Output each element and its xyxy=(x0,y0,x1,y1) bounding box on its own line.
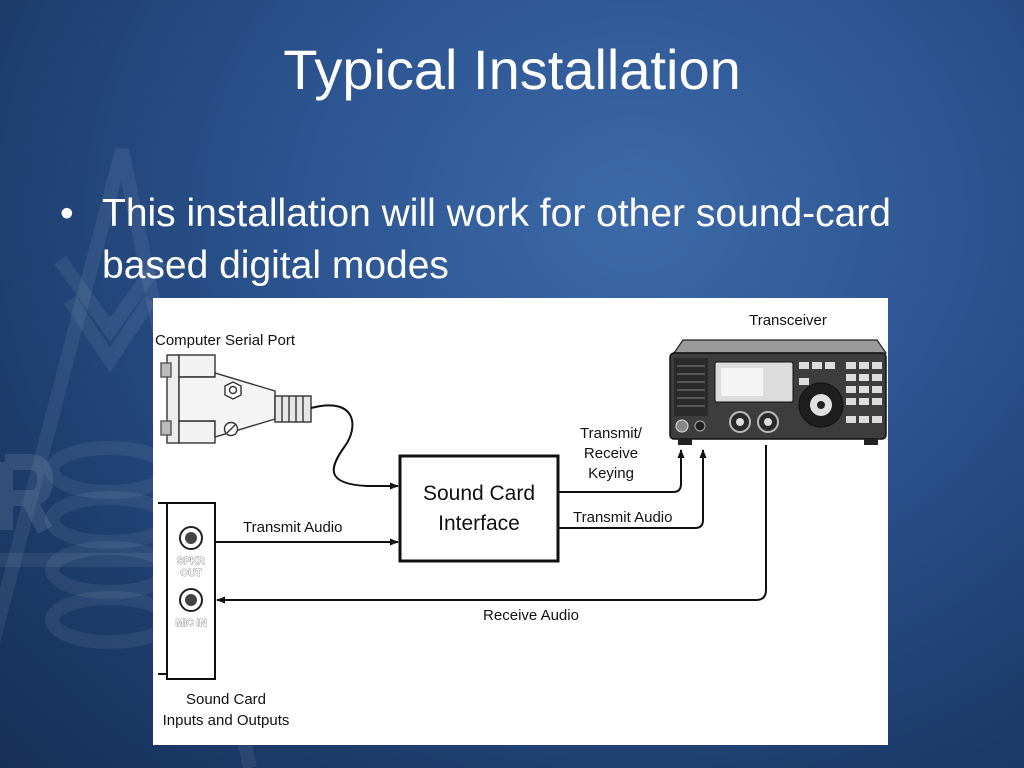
installation-diagram: Computer Serial Port Sound Card Interfac… xyxy=(153,298,888,745)
transceiver-label: Transceiver xyxy=(749,312,827,329)
transmit-audio-arrow-right xyxy=(558,449,707,529)
transmit-audio-label-right: Transmit Audio xyxy=(573,509,673,526)
sound-card-bracket-icon xyxy=(158,502,216,680)
diagram-canvas: Computer Serial Port Sound Card Interfac… xyxy=(155,312,888,729)
serial-cable xyxy=(310,404,399,490)
slide-title: Typical Installation xyxy=(283,38,741,101)
keying-label-line2: Receive xyxy=(584,445,638,462)
serial-port-label: Computer Serial Port xyxy=(155,332,296,349)
bullet-list: • This installation will work for other … xyxy=(60,188,960,292)
bullet-item: • This installation will work for other … xyxy=(60,188,960,292)
transceiver-icon xyxy=(669,339,888,445)
mic-in-label: MIC IN xyxy=(175,618,206,629)
keying-label-line1: Transmit/ xyxy=(580,425,643,442)
receive-audio-arrow xyxy=(216,445,767,604)
bullet-text: This installation will work for other so… xyxy=(102,192,891,287)
sound-card-label-line2: Inputs and Outputs xyxy=(163,712,290,729)
serial-port-connector-icon xyxy=(160,354,312,444)
sound-card-label-line1: Sound Card xyxy=(186,691,266,708)
bullet-icon: • xyxy=(60,192,74,235)
interface-label-line1: Sound Card xyxy=(423,482,535,505)
spkr-out-label-line2: OUT xyxy=(180,568,201,579)
interface-label-line2: Interface xyxy=(438,512,520,535)
receive-audio-label: Receive Audio xyxy=(483,607,579,624)
keying-label-line3: Keying xyxy=(588,465,634,482)
transmit-audio-label-left: Transmit Audio xyxy=(243,519,343,536)
sound-card-interface-box xyxy=(398,454,560,563)
spkr-out-label-line1: SPKR xyxy=(177,556,206,567)
keying-arrow xyxy=(558,449,685,493)
